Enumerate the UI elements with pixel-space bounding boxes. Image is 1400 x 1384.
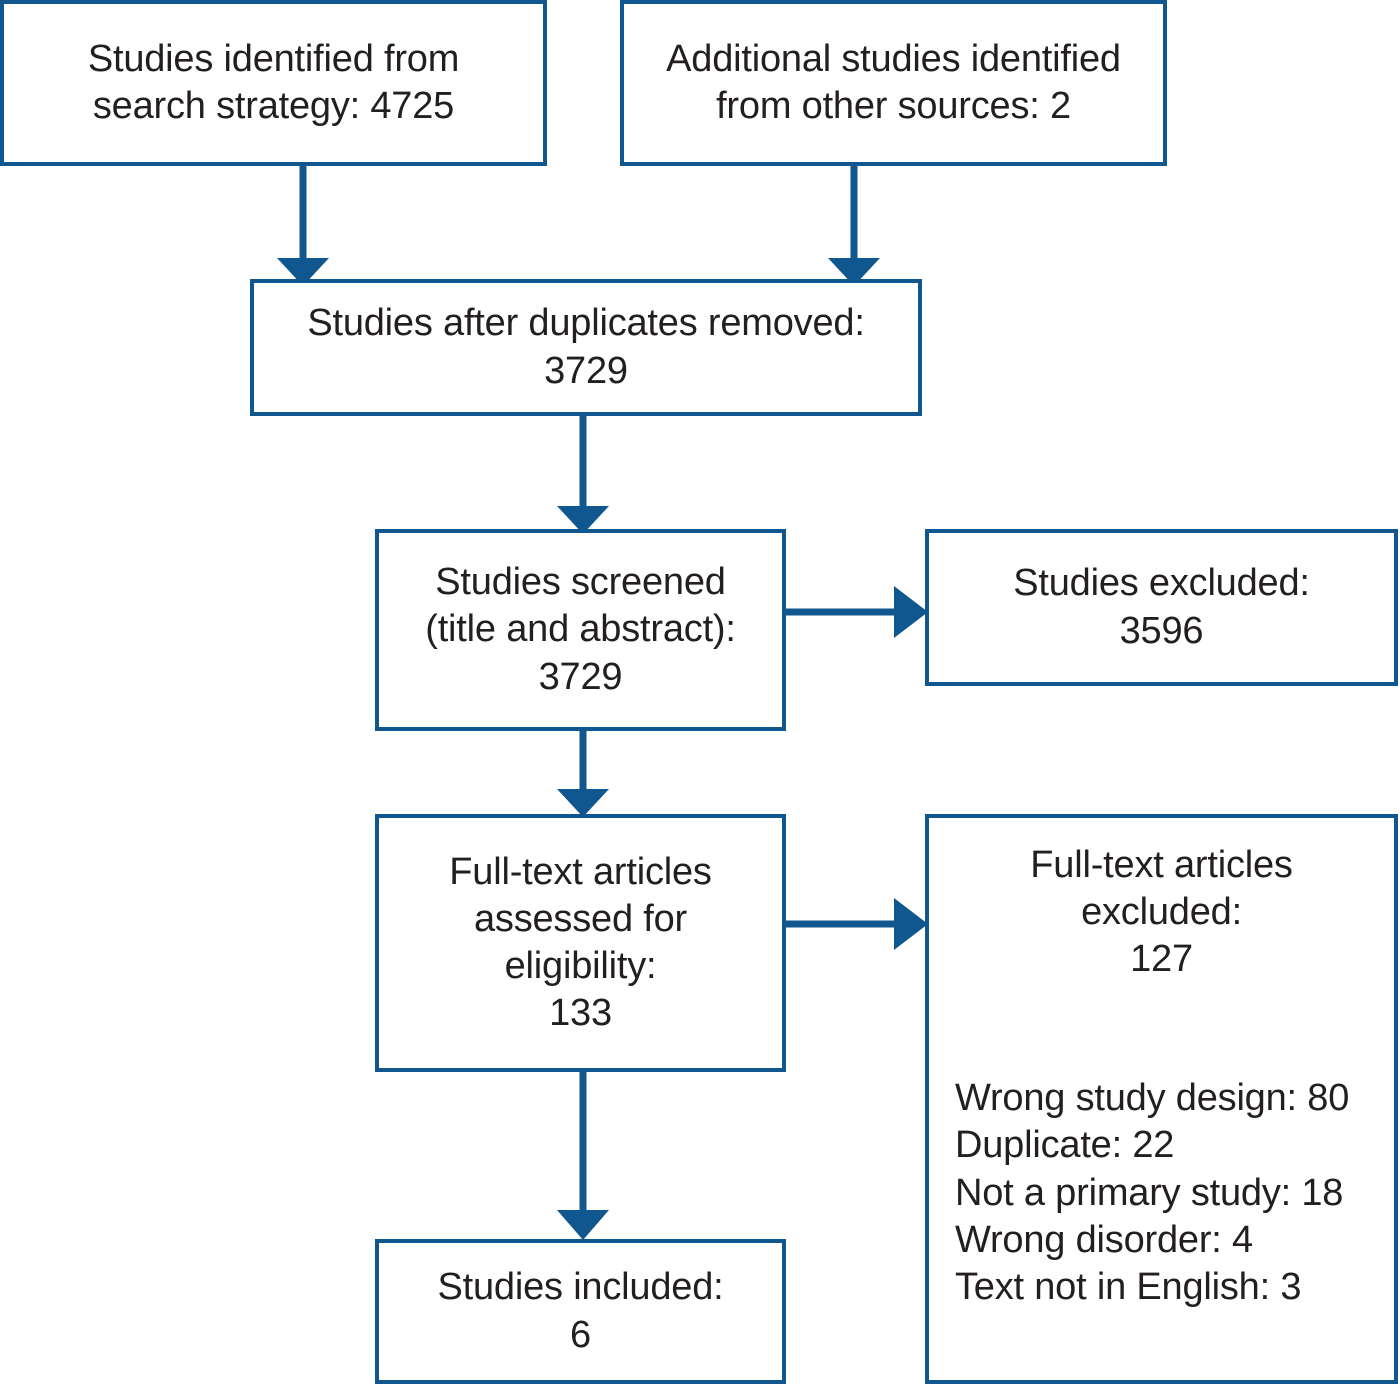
- box-fulltext-assessed-line-4: 133: [549, 992, 612, 1035]
- arrow-screened-to-excluded: [780, 580, 940, 650]
- box-studies-excluded-line-2: 3596: [1119, 609, 1204, 652]
- arrow-screened-to-fulltext: [420, 725, 780, 825]
- box-screened-line-1: Studies screened: [435, 561, 726, 604]
- box-studies-included: Studies included: 6: [375, 1239, 786, 1384]
- box-screened-line-2: (title and abstract):: [425, 608, 736, 651]
- box-duplicates-line-2: 3729: [544, 349, 628, 392]
- box-studies-identified-line-1: Studies identified from: [87, 37, 460, 80]
- fulltext-excluded-reason-list: Wrong study design: 80 Duplicate: 22 Not…: [929, 1075, 1394, 1311]
- box-fulltext-assessed-line-3: eligibility:: [504, 945, 657, 987]
- box-duplicates-line-1: Studies after duplicates removed:: [307, 302, 865, 345]
- box-fulltext-assessed-line-1: Full-text articles: [449, 850, 712, 893]
- arrow-fulltext-to-fulltext-excluded: [780, 892, 940, 962]
- box-studies-identified-line-2: search strategy: 4725: [92, 85, 455, 127]
- box-studies-included-line-2: 6: [570, 1313, 591, 1356]
- arrow-identified-to-duplicates: [0, 160, 620, 290]
- box-additional-studies: Additional studies identified from other…: [620, 0, 1167, 166]
- arrow-fulltext-to-included: [420, 1066, 780, 1246]
- arrow-duplicates-to-screened: [420, 410, 780, 540]
- exclusion-reason-not-a-primary-study: Not a primary study: 18: [955, 1171, 1344, 1214]
- box-studies-after-duplicates-removed: Studies after duplicates removed: 3729: [250, 279, 922, 416]
- exclusion-reason-wrong-study-design: Wrong study design: 80: [955, 1077, 1350, 1120]
- box-additional-studies-line-2: from other sources: 2: [716, 85, 1071, 127]
- box-studies-identified: Studies identified from search strategy:…: [0, 0, 547, 166]
- box-studies-screened: Studies screened (title and abstract): 3…: [375, 529, 786, 731]
- box-fulltext-excluded-line-2: excluded:: [1081, 891, 1242, 934]
- fulltext-excluded-heading: Full-text articles excluded: 127: [929, 842, 1394, 983]
- box-fulltext-assessed-line-2: assessed for: [473, 897, 688, 940]
- box-fulltext-assessed: Full-text articles assessed for eligibil…: [375, 814, 786, 1072]
- box-fulltext-excluded: Full-text articles excluded: 127 Wrong s…: [925, 814, 1398, 1384]
- exclusion-reason-text-not-in-english: Text not in English: 3: [955, 1265, 1302, 1308]
- box-fulltext-excluded-line-1: Full-text articles: [1030, 844, 1293, 886]
- arrow-additional-to-duplicates: [700, 160, 1100, 290]
- box-studies-excluded: Studies excluded: 3596: [925, 529, 1398, 686]
- box-fulltext-excluded-line-3: 127: [1130, 938, 1193, 981]
- box-additional-studies-line-1: Additional studies identified: [666, 37, 1121, 80]
- box-studies-included-line-1: Studies included:: [437, 1266, 724, 1309]
- exclusion-reason-duplicate: Duplicate: 22: [955, 1124, 1175, 1167]
- exclusion-reason-wrong-disorder: Wrong disorder: 4: [955, 1218, 1253, 1261]
- box-screened-line-3: 3729: [538, 655, 623, 698]
- box-studies-excluded-line-1: Studies excluded:: [1013, 562, 1310, 605]
